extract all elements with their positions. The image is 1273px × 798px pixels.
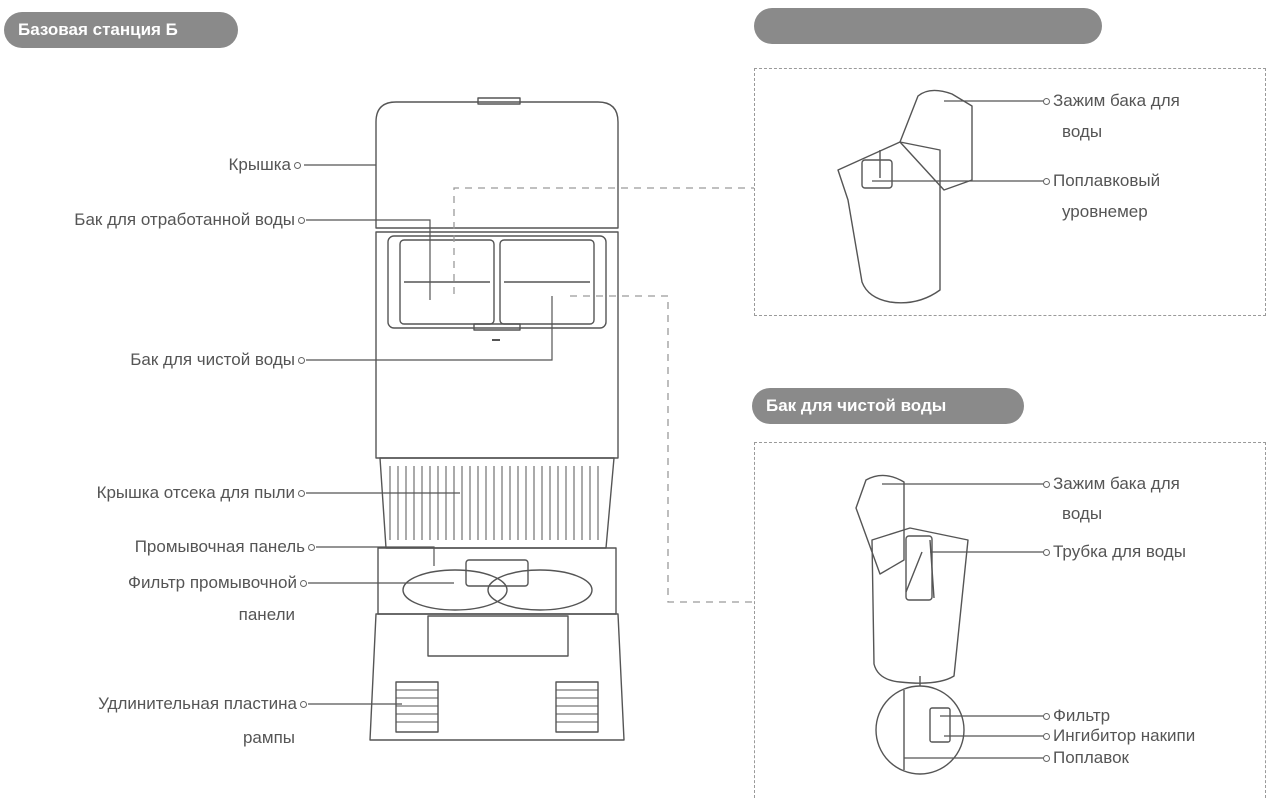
label-clean-clip-2: воды xyxy=(1062,504,1103,523)
clean-tank-detail-box xyxy=(754,442,1266,798)
header-main-station: Базовая станция Б xyxy=(4,12,238,48)
waste-tank-detail-box xyxy=(754,68,1266,316)
label-scale-inhibitor: Ингибитор накипи xyxy=(1040,724,1195,748)
label-dust-cover: Крышка отсека для пыли xyxy=(97,481,308,505)
label-clean-water-tank: Бак для чистой воды xyxy=(130,348,308,372)
label-clean-clip: Зажим бака для xyxy=(1040,472,1180,496)
label-ramp: Удлинительная пластина xyxy=(98,692,310,716)
label-lid: Крышка xyxy=(229,153,304,177)
label-filter: Фильтр xyxy=(1040,704,1110,728)
label-waste-clip-2: воды xyxy=(1062,122,1103,141)
label-wash-filter-2: панели xyxy=(238,605,295,624)
label-float-gauge-2: уровнемер xyxy=(1062,202,1148,221)
header-clean-tank: Бак для чистой воды xyxy=(752,388,1024,424)
label-wash-filter: Фильтр промывочной xyxy=(128,571,310,595)
label-float: Поплавок xyxy=(1040,746,1129,770)
label-waste-clip: Зажим бака для xyxy=(1040,89,1180,113)
label-water-tube: Трубка для воды xyxy=(1040,540,1186,564)
header-waste-tank xyxy=(754,8,1102,44)
label-waste-water-tank: Бак для отработанной воды xyxy=(74,208,308,232)
label-ramp-2: рампы xyxy=(242,728,295,747)
label-wash-panel: Промывочная панель xyxy=(135,535,318,559)
label-float-gauge: Поплавковый xyxy=(1040,169,1160,193)
